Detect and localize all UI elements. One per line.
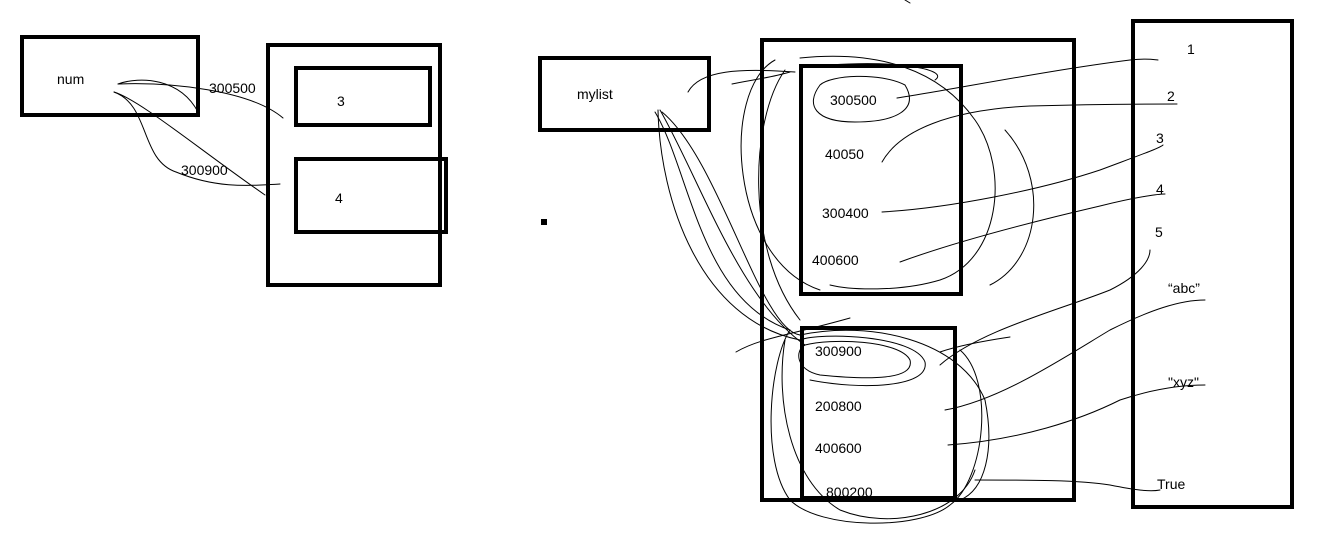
- num-value-cell-1: [294, 66, 432, 127]
- mylist-reference-wires: [654, 55, 1206, 524]
- mylist-variable-label: mylist: [577, 86, 613, 102]
- num-value-1: 3: [337, 93, 345, 109]
- list1-address-4: 400600: [812, 252, 859, 268]
- num-value-cell-2: [294, 157, 448, 234]
- stray-dot: [541, 219, 547, 225]
- list2-address-2: 200800: [815, 398, 862, 414]
- object-4: 4: [1156, 181, 1164, 197]
- list1-address-2: 40050: [825, 146, 864, 162]
- top-tick-mark: [904, 0, 911, 4]
- num-address-2: 300900: [181, 162, 228, 178]
- num-variable-label: num: [57, 71, 84, 87]
- mylist-memory-block: [760, 38, 1076, 502]
- num-reference-wires: [113, 79, 284, 196]
- list1-address-1: 300500: [830, 92, 877, 108]
- object-abc: “abc”: [1168, 280, 1200, 296]
- object-3: 3: [1156, 130, 1164, 146]
- list1-address-3: 300400: [822, 205, 869, 221]
- mylist-variable-box: [538, 56, 711, 132]
- object-xyz: "xyz": [1168, 374, 1199, 390]
- list2-address-1: 300900: [815, 343, 862, 359]
- num-memory-block: [266, 43, 442, 287]
- object-2: 2: [1167, 88, 1175, 104]
- list2-address-4: 800200: [826, 484, 873, 500]
- list2-address-3: 400600: [815, 440, 862, 456]
- objects-memory-block: [1131, 19, 1294, 509]
- num-variable-box: [20, 35, 200, 117]
- num-value-2: 4: [335, 190, 343, 206]
- num-address-1: 300500: [209, 80, 256, 96]
- object-5: 5: [1155, 224, 1163, 240]
- mylist-inner-list-2: [800, 326, 957, 500]
- mylist-inner-list-1: [799, 64, 963, 296]
- object-true: True: [1157, 476, 1185, 492]
- object-1: 1: [1187, 41, 1195, 57]
